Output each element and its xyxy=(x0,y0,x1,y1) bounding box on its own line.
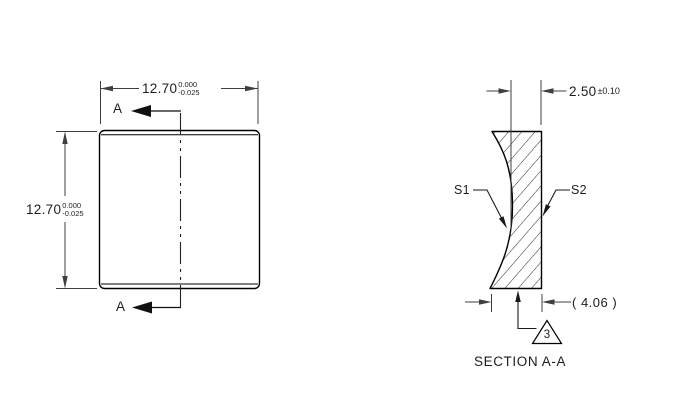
width-dim-tolerance: 0.000 -0.025 xyxy=(178,79,200,97)
cut-arrow-top xyxy=(131,105,181,117)
width-dim-value: 12.70 xyxy=(142,81,178,96)
thickness-dimension xyxy=(486,80,567,230)
thickness-dimension-text: 2.50 ±0.10 xyxy=(569,83,620,99)
height-dim-value: 12.70 xyxy=(26,202,62,217)
cut-label-bottom: A xyxy=(116,299,126,314)
cut-label-top: A xyxy=(113,101,123,116)
flag-leader xyxy=(515,290,537,330)
reference-dim-text: ( 4.06 ) xyxy=(572,295,618,310)
surface-label-s2: S2 xyxy=(571,183,587,197)
section-view xyxy=(465,80,571,345)
section-view-title: SECTION A-A xyxy=(474,354,567,369)
height-dimension-text: 12.70 0.000 -0.025 xyxy=(26,201,84,218)
cut-arrow-bottom xyxy=(132,301,181,314)
width-dimension xyxy=(100,81,259,124)
surface-finish-flag-number: 3 xyxy=(543,329,551,341)
thickness-dim-value: 2.50 xyxy=(569,83,597,99)
surface-finish-flag-triangle xyxy=(531,319,563,345)
height-dimension xyxy=(56,131,97,289)
surface-label-s1: S1 xyxy=(454,183,470,197)
part-outline xyxy=(98,129,261,290)
thickness-dim-tolerance: ±0.10 xyxy=(597,86,620,96)
height-dim-tolerance: 0.000 -0.025 xyxy=(62,200,84,218)
front-view xyxy=(56,81,261,314)
s2-leader xyxy=(542,189,570,217)
reference-width-dimension xyxy=(465,294,571,312)
width-dimension-text: 12.70 0.000 -0.025 xyxy=(142,80,200,97)
s1-leader xyxy=(473,189,507,229)
section-cut-body xyxy=(489,130,543,290)
